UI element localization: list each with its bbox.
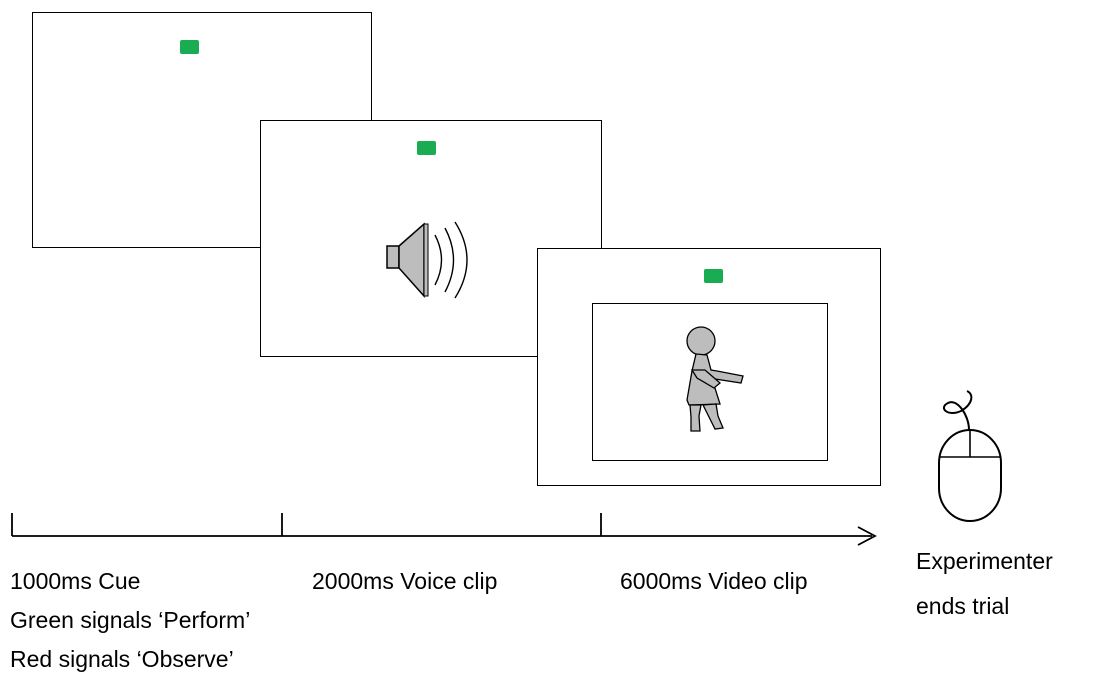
- video-screen: [537, 248, 881, 486]
- person-figure-icon: [686, 326, 744, 432]
- green-cue-marker: [180, 40, 199, 54]
- phase-video-label: 6000ms Video clip: [620, 568, 808, 594]
- end-label-line2: ends trial: [916, 593, 1010, 619]
- phase-voice-label: 2000ms Voice clip: [312, 568, 498, 594]
- green-cue-marker: [704, 269, 723, 283]
- green-cue-marker: [417, 141, 436, 155]
- video-frame: [592, 303, 828, 461]
- end-label-line1: Experimenter: [916, 548, 1053, 574]
- timeline-arrowhead: [857, 526, 877, 546]
- cue-note-red: Red signals ‘Observe’: [10, 646, 234, 672]
- speaker-icon: [386, 221, 468, 299]
- phase-cue-label: 1000ms Cue: [10, 568, 141, 594]
- cue-note-green: Green signals ‘Perform’: [10, 607, 251, 633]
